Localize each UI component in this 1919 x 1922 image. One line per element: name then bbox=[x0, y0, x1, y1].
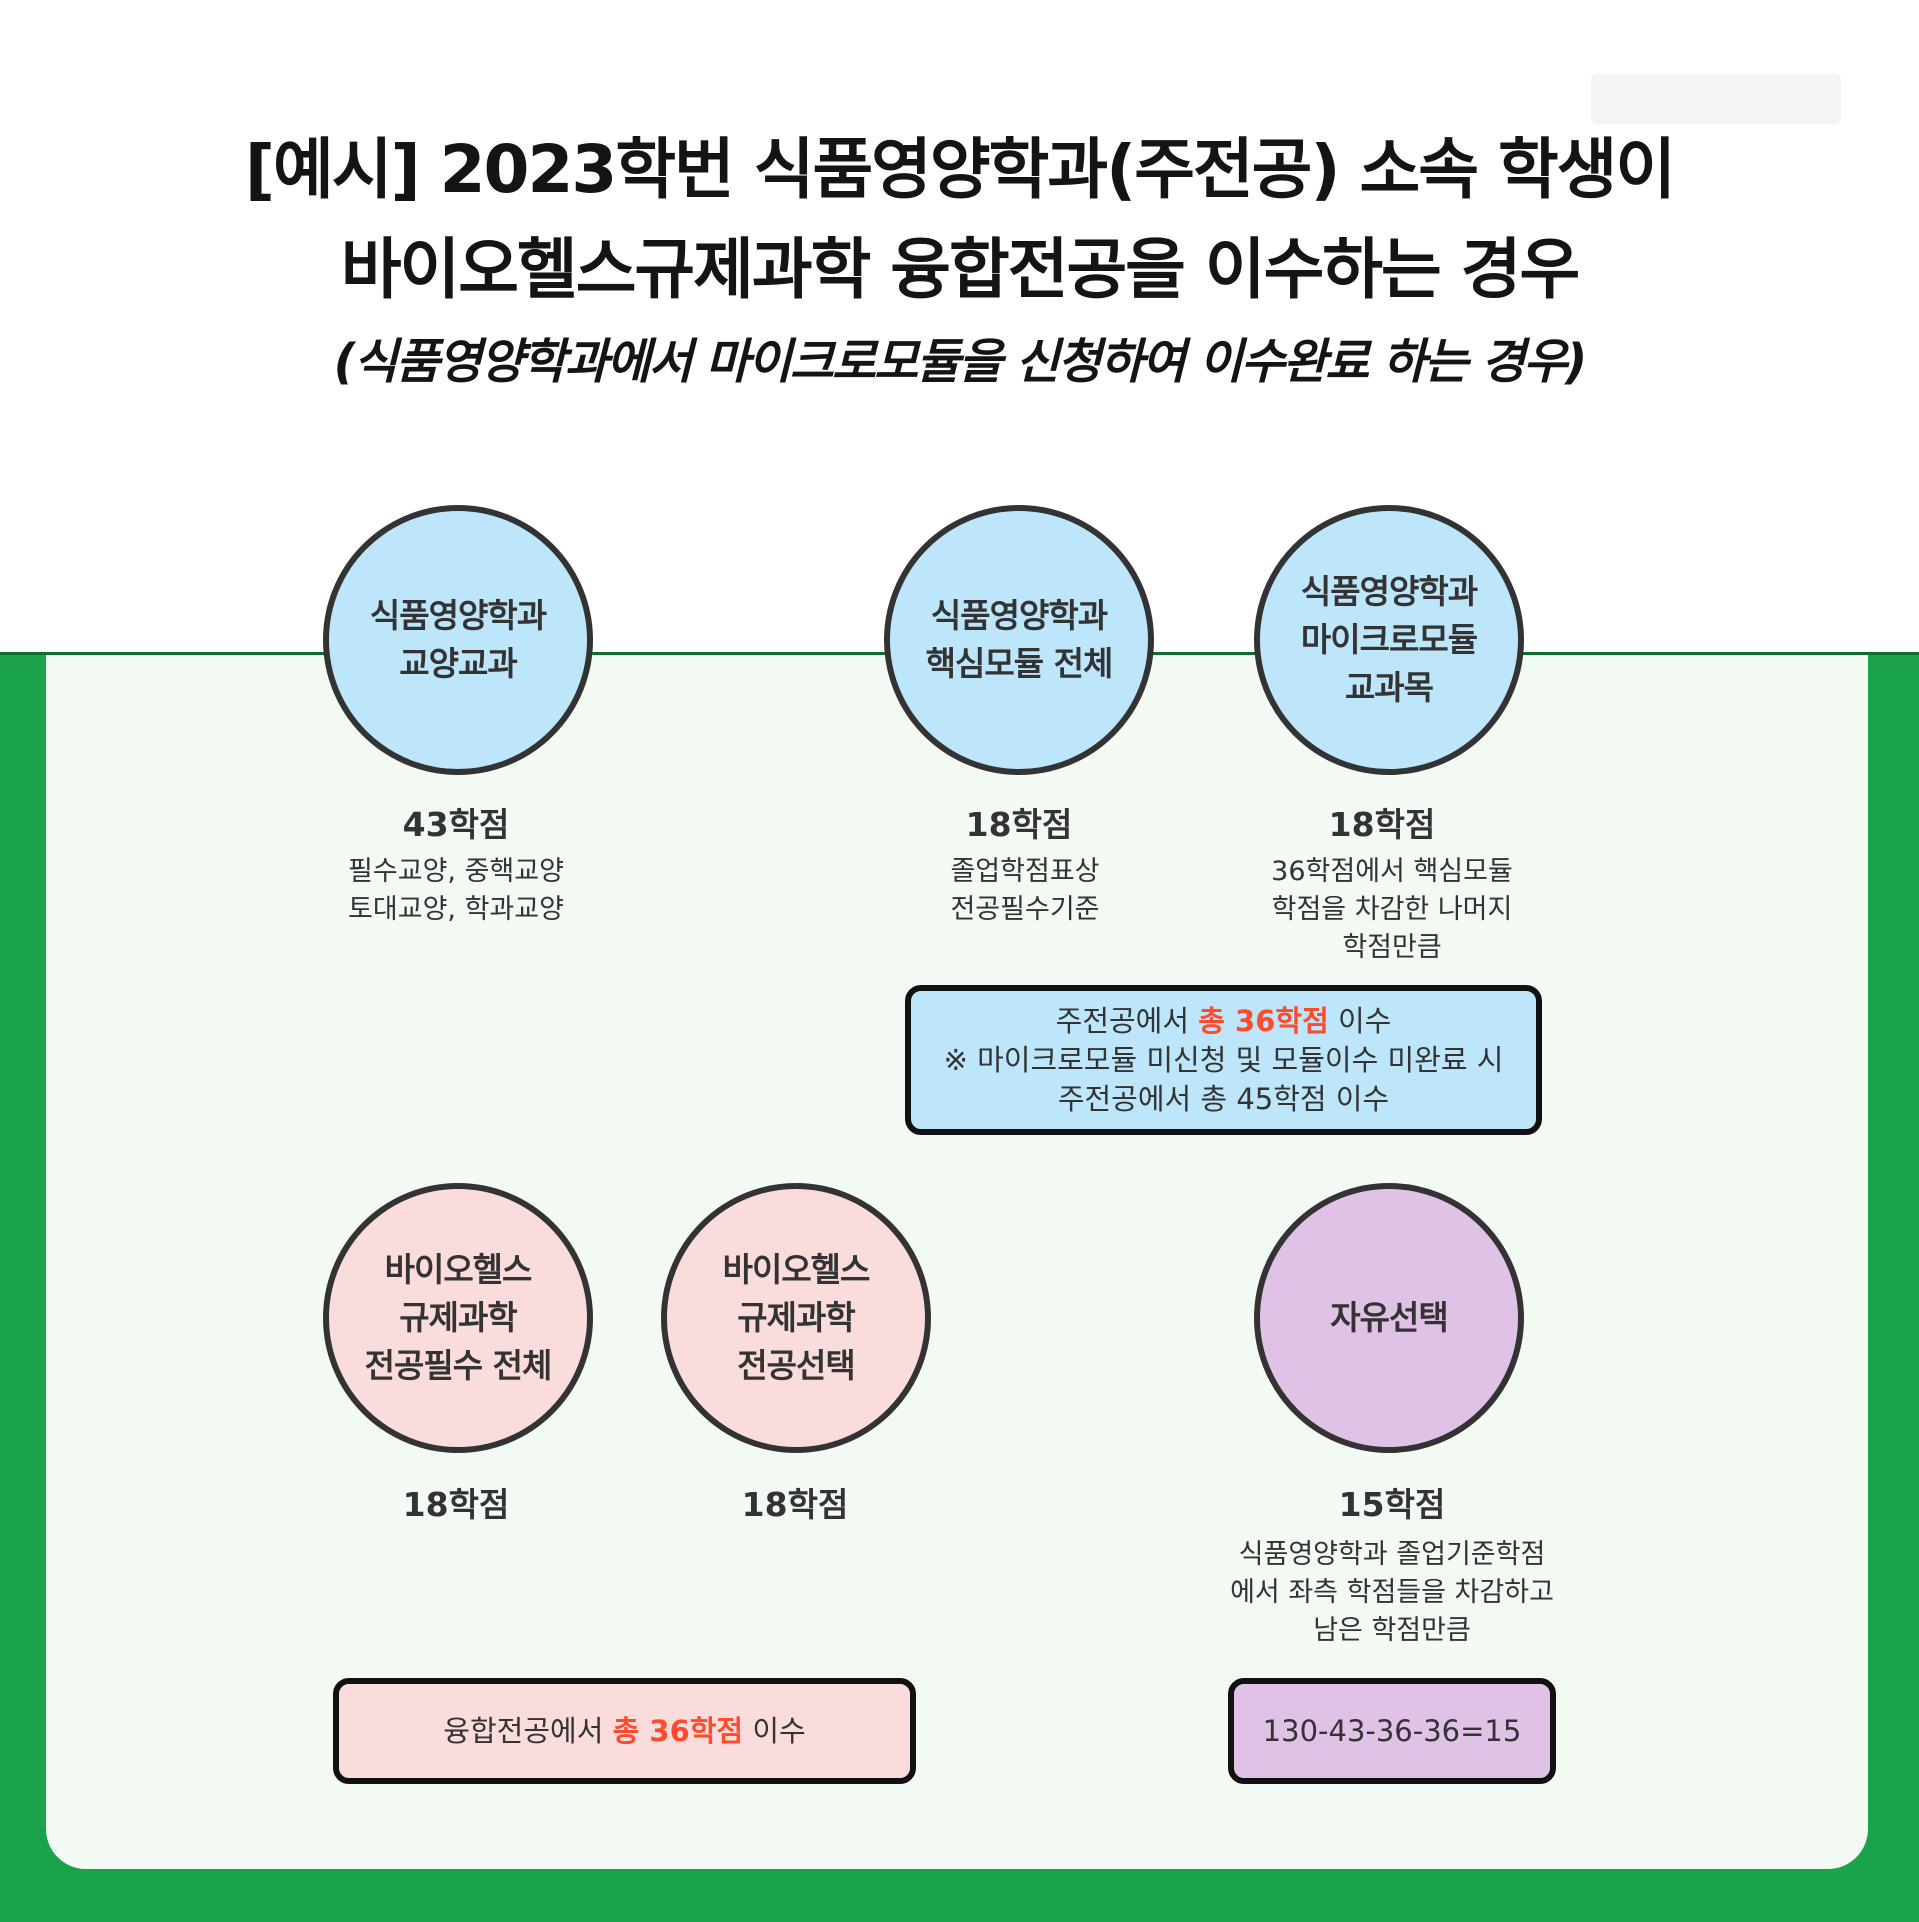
credit-core-module: 18학점 bbox=[965, 805, 1073, 844]
watermark-logo bbox=[1591, 74, 1841, 124]
credit-liberal-arts: 43학점 bbox=[402, 805, 510, 844]
credit-free-choice: 15학점 bbox=[1338, 1485, 1446, 1524]
subtitle: (식품영양학과에서 마이크로모듈을 신청하여 이수완료 하는 경우) bbox=[333, 334, 1588, 390]
major-credit-box: 주전공에서 총 36학점 이수 ※ 마이크로모듈 미신청 및 모듈이수 미완료 … bbox=[905, 985, 1542, 1135]
title-line-2: 바이오헬스규제과학 융합전공을 이수하는 경우 bbox=[340, 231, 1580, 308]
circle-required-courses: 바이오헬스 규제과학 전공필수 전체 bbox=[323, 1183, 593, 1453]
circle-core-module: 식품영양학과 핵심모듈 전체 bbox=[884, 505, 1154, 775]
desc-free-choice: 식품영양학과 졸업기준학점 에서 좌측 학점들을 차감하고 남은 학점만큼 bbox=[1230, 1539, 1554, 1646]
formula-text: 130-43-36-36=15 bbox=[1262, 1713, 1522, 1748]
circle-micro-module: 식품영양학과 마이크로모듈 교과목 bbox=[1254, 505, 1524, 775]
credit-micro-module: 18학점 bbox=[1328, 805, 1436, 844]
desc-liberal-arts: 필수교양, 중핵교양 토대교양, 학과교양 bbox=[348, 856, 564, 925]
credit-elective-courses: 18학점 bbox=[741, 1485, 849, 1524]
major-box-line-3: 주전공에서 총 45학점 이수 bbox=[1057, 1081, 1390, 1116]
circle-liberal-arts: 식품영양학과 교양교과 bbox=[323, 505, 593, 775]
circle-elective-courses: 바이오헬스 규제과학 전공선택 bbox=[661, 1183, 931, 1453]
convergence-credit-box: 융합전공에서 총 36학점 이수 bbox=[333, 1678, 916, 1784]
header: [예시] 2023학번 식품영양학과(주전공) 소속 학생이 바이오헬스규제과학… bbox=[0, 120, 1919, 400]
desc-micro-module: 36학점에서 핵심모듈 학점을 차감한 나머지 학점만큼 bbox=[1271, 856, 1513, 963]
formula-box: 130-43-36-36=15 bbox=[1228, 1678, 1556, 1784]
credit-required-courses: 18학점 bbox=[402, 1485, 510, 1524]
desc-core-module: 졸업학점표상 전공필수기준 bbox=[950, 856, 1100, 925]
major-box-line-2: ※ 마이크로모듈 미신청 및 모듈이수 미완료 시 bbox=[943, 1042, 1504, 1077]
convergence-box-text: 융합전공에서 총 36학점 이수 bbox=[443, 1713, 806, 1748]
circle-free-choice: 자유선택 bbox=[1254, 1183, 1524, 1453]
major-box-line-1: 주전공에서 총 36학점 이수 bbox=[1055, 1003, 1392, 1038]
title-line-1: [예시] 2023학번 식품영양학과(주전공) 소속 학생이 bbox=[244, 131, 1676, 208]
